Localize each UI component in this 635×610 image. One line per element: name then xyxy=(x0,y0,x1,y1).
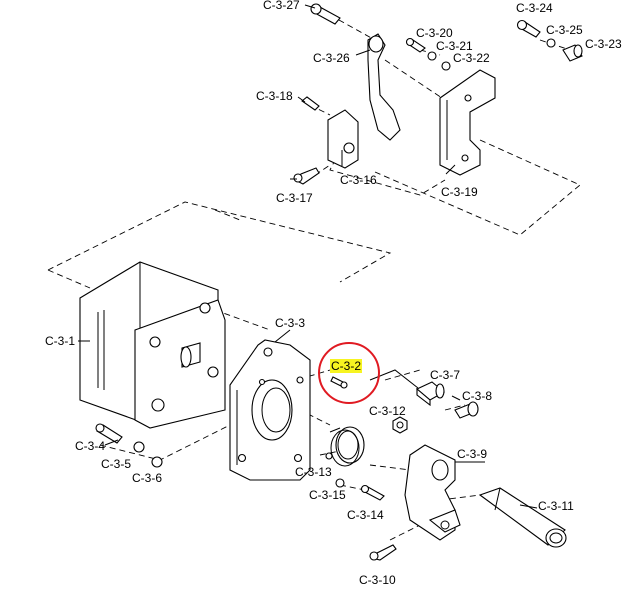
part-label-c-3-1: C-3-1 xyxy=(45,334,76,348)
part-label-c-3-5: C-3-5 xyxy=(101,457,132,471)
part-label-c-3-24: C-3-24 xyxy=(516,1,553,15)
part-label-c-3-15: C-3-15 xyxy=(309,488,346,502)
part-label-c-3-14: C-3-14 xyxy=(347,508,384,522)
part-label-c-3-3: C-3-3 xyxy=(275,316,306,330)
part-label-c-3-23: C-3-23 xyxy=(585,37,622,51)
motor-part xyxy=(79,261,226,429)
part-label-c-3-21: C-3-21 xyxy=(436,39,473,53)
part-label-c-3-2: C-3-2 xyxy=(330,359,363,373)
part-label-c-3-8: C-3-8 xyxy=(462,389,493,403)
part-label-c-3-26: C-3-26 xyxy=(313,51,350,65)
highlighted-screw-part xyxy=(330,376,348,389)
shaft-part xyxy=(478,487,567,548)
part-label-c-3-17: C-3-17 xyxy=(276,191,313,205)
part-label-c-3-27: C-3-27 xyxy=(263,0,300,12)
upper-assembly-parts xyxy=(293,3,583,185)
part-label-c-3-13: C-3-13 xyxy=(295,465,332,479)
part-label-c-3-19: C-3-19 xyxy=(441,185,478,199)
part-label-c-3-18: C-3-18 xyxy=(256,89,293,103)
nut-part xyxy=(392,416,408,434)
bushing-part xyxy=(415,381,479,419)
highlight-circle xyxy=(318,342,380,404)
mounting-plate-part xyxy=(229,339,311,481)
part-label-c-3-12: C-3-12 xyxy=(369,404,406,418)
part-label-c-3-4: C-3-4 xyxy=(75,439,106,453)
linkage-block-part xyxy=(404,444,461,541)
part-label-c-3-20: C-3-20 xyxy=(416,26,453,40)
part-label-c-3-9: C-3-9 xyxy=(457,447,488,461)
part-label-c-3-16: C-3-16 xyxy=(340,173,377,187)
part-label-c-3-6: C-3-6 xyxy=(132,471,163,485)
part-label-c-3-25: C-3-25 xyxy=(546,23,583,37)
part-label-c-3-10: C-3-10 xyxy=(359,573,396,587)
spring-part xyxy=(325,426,365,467)
part-label-c-3-7: C-3-7 xyxy=(430,368,461,382)
lower-fasteners xyxy=(95,423,397,561)
part-label-c-3-22: C-3-22 xyxy=(453,51,490,65)
leader-lines xyxy=(78,4,538,509)
part-label-c-3-11: C-3-11 xyxy=(538,499,574,513)
